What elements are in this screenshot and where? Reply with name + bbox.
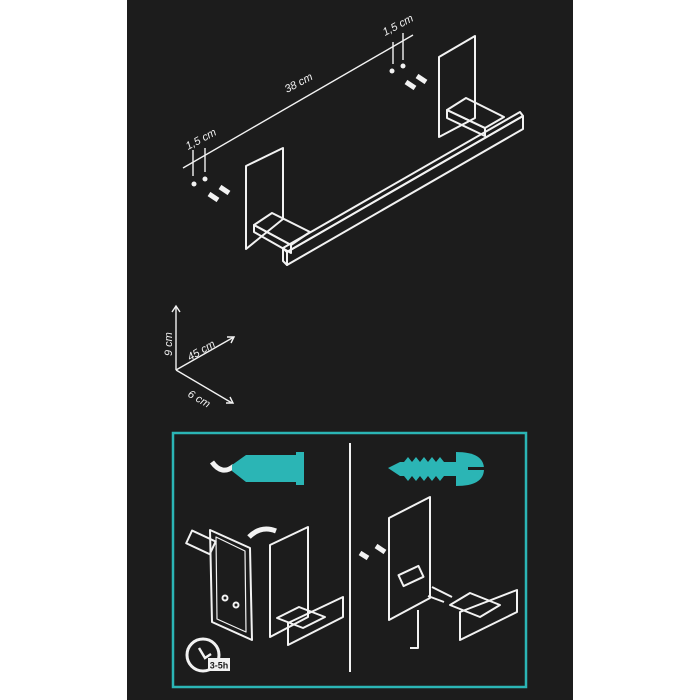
drill-hole — [202, 176, 208, 182]
right-mounting-plate — [438, 35, 476, 138]
towel-bar-drawing — [245, 35, 524, 266]
adhesive-install-drawing — [185, 526, 344, 646]
length-dimension-line — [182, 34, 414, 169]
installation-options-box: 3-5h — [171, 431, 528, 689]
glue-tube-icon — [209, 452, 304, 485]
screw-install-drawing — [358, 496, 518, 649]
wall-plugs-icon — [207, 73, 428, 203]
left-bracket-front — [253, 224, 292, 254]
height-label: 9 cm — [163, 332, 175, 356]
screw-icon — [388, 452, 484, 486]
drill-hole — [191, 181, 197, 187]
clock-icon: 3-5h — [185, 637, 230, 673]
drill-hole — [400, 63, 406, 69]
drill-hole — [389, 68, 395, 74]
cure-time-label: 3-5h — [210, 661, 229, 671]
right-bracket-front — [446, 109, 486, 137]
bar-front — [286, 115, 524, 266]
